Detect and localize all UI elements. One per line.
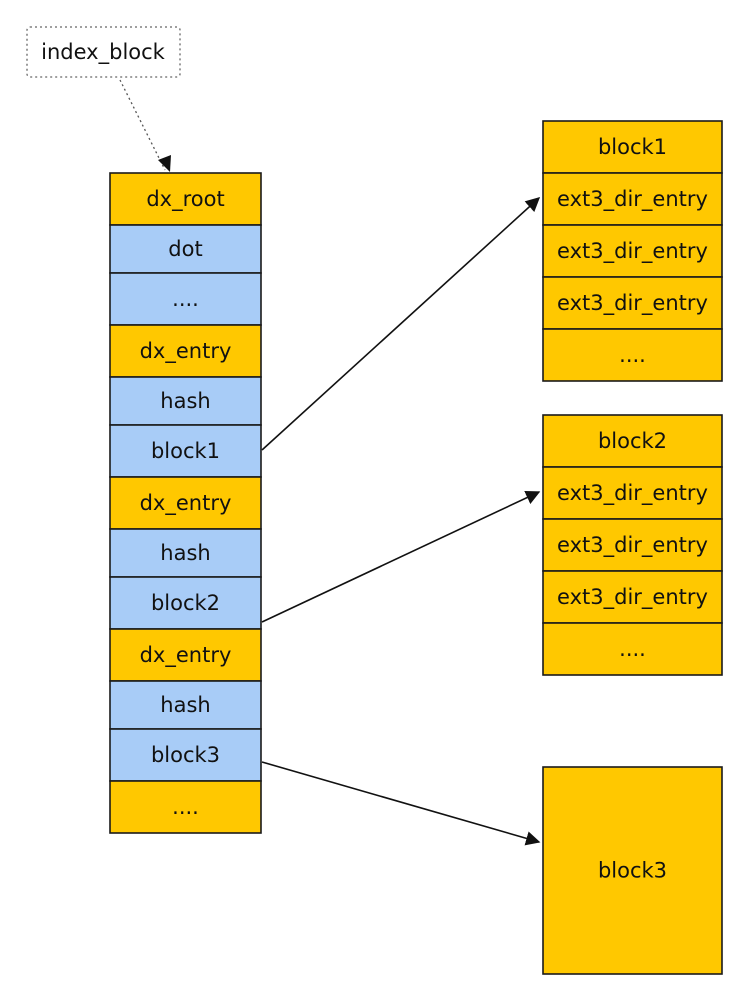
index-cell-0: dx_root xyxy=(109,172,262,226)
target-block-2-row-1-box xyxy=(542,518,723,572)
target-block-2-row-2-box xyxy=(542,570,723,624)
index-cell-1-label: dot xyxy=(168,237,202,261)
target-block-1-row-2: ext3_dir_entry xyxy=(542,276,723,330)
target-block-2-title-box xyxy=(542,414,723,468)
pointer-arrows xyxy=(261,197,541,846)
target-block-1-title: block1 xyxy=(542,120,723,174)
index-cell-7-label: hash xyxy=(160,541,210,565)
target-block-2-row-1-label: ext3_dir_entry xyxy=(557,533,708,558)
target-block-1-row-3: .... xyxy=(542,328,723,382)
target-block-1-row-1-box xyxy=(542,224,723,278)
target-block-3-title-box xyxy=(542,766,723,975)
index-cell-2-box xyxy=(109,272,262,326)
index-cell-10-label: hash xyxy=(160,693,210,717)
index-cell-12-label: .... xyxy=(172,795,199,819)
block2-pointer-arrow xyxy=(261,490,541,623)
target-block-2: block2 ext3_dir_entry ext3_dir_entry ext3_d… xyxy=(542,414,723,676)
target-block-2-row-0-box xyxy=(542,466,723,520)
index-cell-6-box xyxy=(109,476,262,530)
target-block-2-row-0-label: ext3_dir_entry xyxy=(557,481,708,506)
index-cell-2-label: .... xyxy=(172,287,199,311)
target-block-1: block1 ext3_dir_entry ext3_dir_entry ext3_d… xyxy=(542,120,723,382)
index-cell-5-label: block1 xyxy=(151,439,220,463)
target-block-1-row-3-label: .... xyxy=(619,343,646,367)
index-cell-6: dx_entry xyxy=(109,476,262,530)
target-block-1-row-2-box xyxy=(542,276,723,330)
index-block-label: index_block xyxy=(26,26,181,78)
target-block-1-row-2-label: ext3_dir_entry xyxy=(557,291,708,316)
index-cell-6-label: dx_entry xyxy=(140,491,232,516)
index-cell-5-box xyxy=(109,424,262,478)
index-cell-2: .... xyxy=(109,272,262,326)
index-cell-7-box xyxy=(109,528,262,578)
index-cell-12: .... xyxy=(109,780,262,834)
target-block-2-row-2: ext3_dir_entry xyxy=(542,570,723,624)
target-block-1-title-box xyxy=(542,120,723,174)
index-cell-3-box xyxy=(109,324,262,378)
index-cell-0-label: dx_root xyxy=(146,187,224,212)
target-block-2-title-label: block2 xyxy=(598,429,667,453)
index-cell-11-label: block3 xyxy=(151,743,220,767)
target-block-3: block3 xyxy=(542,766,723,975)
index-cell-5: block1 xyxy=(109,424,262,478)
target-block-1-row-1-label: ext3_dir_entry xyxy=(557,239,708,264)
target-block-1-title-label: block1 xyxy=(598,135,667,159)
target-block-2-row-0: ext3_dir_entry xyxy=(542,466,723,520)
target-block-2-row-3-box xyxy=(542,622,723,676)
index-cell-1: dot xyxy=(109,224,262,274)
target-block-3-title-label: block3 xyxy=(598,859,667,883)
index-cell-9: dx_entry xyxy=(109,628,262,682)
index-cell-0-box xyxy=(109,172,262,226)
index-cell-3: dx_entry xyxy=(109,324,262,378)
index-cell-4-label: hash xyxy=(160,389,210,413)
index-cell-4-box xyxy=(109,376,262,426)
target-block-2-row-2-label: ext3_dir_entry xyxy=(557,585,708,610)
target-block-1-row-1: ext3_dir_entry xyxy=(542,224,723,278)
target-block-2-row-3: .... xyxy=(542,622,723,676)
target-block-1-row-0-label: ext3_dir_entry xyxy=(557,187,708,212)
target-block-1-row-3-box xyxy=(542,328,723,382)
index-cell-11: block3 xyxy=(109,728,262,782)
target-block-1-row-0: ext3_dir_entry xyxy=(542,172,723,226)
index-block-pointer-arrowhead xyxy=(158,155,171,172)
index-cell-8: block2 xyxy=(109,576,262,630)
index-column: dx_rootdot....dx_entryhashblock1dx_entry… xyxy=(109,172,262,834)
index-cell-3-label: dx_entry xyxy=(140,339,232,364)
target-block-2-row-1: ext3_dir_entry xyxy=(542,518,723,572)
index-block-label-text: index_block xyxy=(41,40,166,65)
block3-pointer-arrow xyxy=(261,761,541,846)
index-cell-8-box xyxy=(109,576,262,630)
index-cell-12-box xyxy=(109,780,262,834)
index-cell-8-label: block2 xyxy=(151,591,220,615)
target-block-2-title: block2 xyxy=(542,414,723,468)
target-block-2-row-3-label: .... xyxy=(619,637,646,661)
block1-pointer-arrow xyxy=(261,197,541,451)
index-block-pointer-line xyxy=(119,79,166,171)
index-cell-11-box xyxy=(109,728,262,782)
index-cell-10: hash xyxy=(109,680,262,730)
index-block-label-box xyxy=(26,26,181,78)
target-block-1-row-0-box xyxy=(542,172,723,226)
index-cell-9-label: dx_entry xyxy=(140,643,232,668)
index-cell-10-box xyxy=(109,680,262,730)
target-blocks: block1 ext3_dir_entry ext3_dir_entry ext3_d… xyxy=(542,120,723,975)
target-block-3-title: block3 xyxy=(542,766,723,975)
index-cell-4: hash xyxy=(109,376,262,426)
index-cell-7: hash xyxy=(109,528,262,578)
